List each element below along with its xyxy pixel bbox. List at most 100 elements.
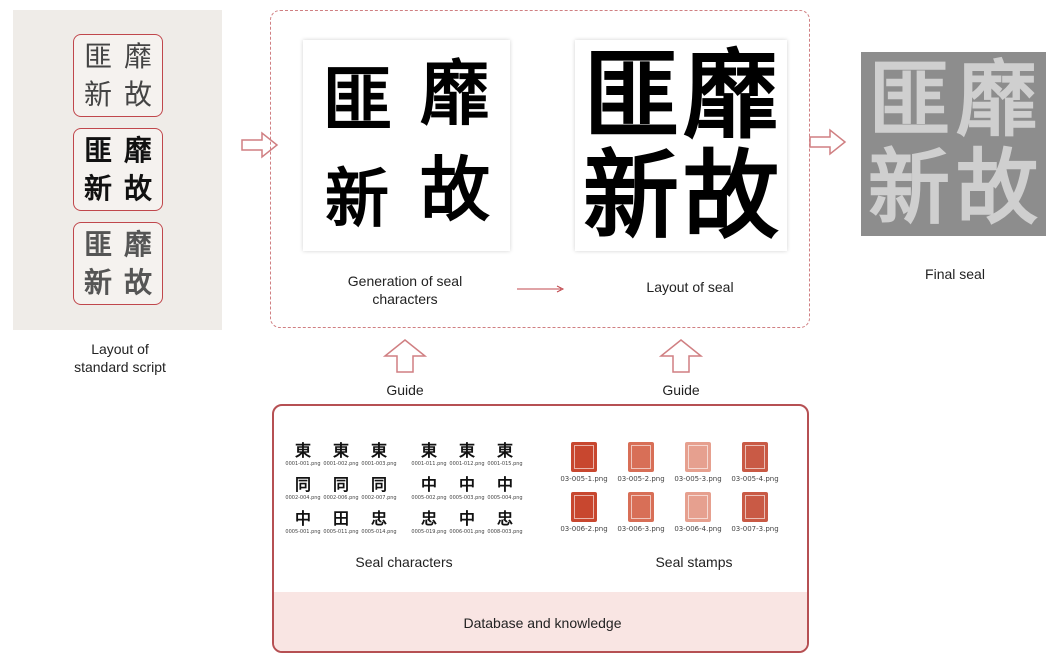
seal-character-filename: 0008-003.png bbox=[487, 529, 523, 535]
seal-stamp-thumbnail bbox=[571, 492, 597, 522]
seal-character-filename: 0001-011.png bbox=[411, 461, 447, 467]
seal-character-glyph: 東 bbox=[420, 441, 437, 460]
seal-stamps-label: Seal stamps bbox=[655, 554, 733, 570]
seal-char-gu: 故 bbox=[420, 148, 490, 231]
seal-stamp-thumbnail bbox=[742, 442, 768, 472]
seal-character-filename: 0005-014.png bbox=[361, 529, 397, 535]
generation-box bbox=[270, 10, 810, 328]
seal-stamp-filename: 03-006-3.png bbox=[617, 525, 665, 533]
seal-stamp-thumbnail bbox=[628, 442, 654, 472]
seal-character-glyph: 同 bbox=[370, 475, 387, 494]
seal-stamps-grid: 03-005-1.png 03-005-2.png 03-005-3.png 03-0… bbox=[560, 442, 804, 542]
seal-character-glyph: 中 bbox=[496, 475, 513, 494]
generation-label: Generation of seal characters bbox=[347, 273, 463, 307]
seal-char-gu: 故 bbox=[955, 140, 1038, 236]
seal-character-filename: 0005-002.png bbox=[411, 495, 447, 501]
seal-stamp-filename: 03-006-2.png bbox=[560, 525, 608, 533]
seal-char-mi: 靡 bbox=[420, 52, 490, 135]
seal-char-mi: 靡 bbox=[955, 52, 1038, 148]
char-xin: 新 bbox=[83, 266, 112, 299]
seal-character-glyph: 忠 bbox=[496, 509, 513, 528]
arrow-right-icon bbox=[241, 131, 279, 159]
seal-stamp-filename: 03-006-4.png bbox=[674, 525, 722, 533]
seal-char-fei: 匪 bbox=[322, 58, 392, 141]
seal-character-glyph: 中 bbox=[458, 509, 475, 528]
arrow-up-icon bbox=[382, 339, 428, 373]
seal-character-glyph: 同 bbox=[332, 475, 349, 494]
layout-seal-label: Layout of seal bbox=[646, 279, 734, 295]
seal-stamp-thumbnail bbox=[571, 442, 597, 472]
seal-character-glyph: 東 bbox=[332, 441, 349, 460]
char-gu: 故 bbox=[123, 172, 152, 205]
arrow-right-icon bbox=[809, 128, 847, 156]
seal-char-xin: 新 bbox=[867, 140, 950, 236]
seal-stamp-thumbnail bbox=[685, 492, 711, 522]
seal-char-gu: 故 bbox=[683, 139, 779, 252]
standard-layout-card-3: 匪 靡 新 故 bbox=[73, 222, 163, 305]
char-xin: 新 bbox=[83, 78, 112, 111]
seal-character-filename: 0002-004.png bbox=[285, 495, 321, 501]
seal-character-filename: 0005-003.png bbox=[449, 495, 485, 501]
char-fei: 匪 bbox=[83, 40, 112, 73]
seal-character-glyph: 東 bbox=[294, 441, 311, 460]
seal-character-filename: 0005-001.png bbox=[285, 529, 321, 535]
seal-stamp-filename: 03-005-2.png bbox=[617, 475, 665, 483]
seal-character-glyph: 忠 bbox=[420, 509, 437, 528]
char-xin: 新 bbox=[83, 172, 112, 205]
seal-characters-label: Seal characters bbox=[355, 554, 453, 570]
guide-label-right: Guide bbox=[662, 382, 700, 398]
seal-stamp-thumbnail bbox=[685, 442, 711, 472]
char-mi: 靡 bbox=[123, 134, 152, 167]
standard-layout-card-2: 匪 靡 新 故 bbox=[73, 128, 163, 211]
seal-character-filename: 0001-012.png bbox=[449, 461, 485, 467]
seal-character-filename: 0005-004.png bbox=[487, 495, 523, 501]
final-seal-label: Final seal bbox=[925, 266, 985, 282]
seal-character-glyph: 田 bbox=[332, 509, 349, 528]
standard-script-panel: 匪 靡 新 故 匪 靡 新 故 匪 靡 新 故 bbox=[13, 10, 222, 330]
standard-layout-card-1: 匪 靡 新 故 bbox=[73, 34, 163, 117]
seal-character-filename: 0005-011.png bbox=[323, 529, 359, 535]
seal-character-glyph: 中 bbox=[420, 475, 437, 494]
seal-character-filename: 0002-006.png bbox=[323, 495, 359, 501]
seal-character-filename: 0001-015.png bbox=[487, 461, 523, 467]
seal-stamp-thumbnail bbox=[742, 492, 768, 522]
seal-character-filename: 0001-002.png bbox=[323, 461, 359, 467]
char-mi: 靡 bbox=[123, 40, 152, 73]
layout-standard-label: Layout of standard script bbox=[74, 341, 166, 375]
char-mi: 靡 bbox=[123, 228, 152, 261]
seal-char-mi: 靡 bbox=[683, 39, 779, 152]
seal-character-glyph: 東 bbox=[496, 441, 513, 460]
seal-stamp-thumbnail bbox=[628, 492, 654, 522]
seal-layout-image: 匪 靡 新 故 bbox=[575, 40, 787, 251]
seal-character-filename: 0001-003.png bbox=[361, 461, 397, 467]
seal-stamp-filename: 03-005-3.png bbox=[674, 475, 722, 483]
seal-character-glyph: 同 bbox=[294, 475, 311, 494]
seal-character-filename: 0001-001.png bbox=[285, 461, 321, 467]
char-gu: 故 bbox=[123, 266, 152, 299]
seal-character-glyph: 忠 bbox=[370, 509, 387, 528]
seal-character-filename: 0005-019.png bbox=[411, 529, 447, 535]
arrow-line-icon bbox=[517, 285, 565, 293]
char-fei: 匪 bbox=[83, 134, 112, 167]
seal-character-glyph: 東 bbox=[458, 441, 475, 460]
seal-stamp-filename: 03-005-4.png bbox=[731, 475, 779, 483]
database-band: Database and knowledge bbox=[274, 592, 807, 651]
arrow-up-icon bbox=[658, 339, 704, 373]
seal-char-fei: 匪 bbox=[583, 39, 679, 152]
seal-character-glyph: 東 bbox=[370, 441, 387, 460]
seal-char-fei: 匪 bbox=[867, 52, 950, 148]
seal-stamp-filename: 03-007-3.png bbox=[731, 525, 779, 533]
generated-characters-image: 匪 靡 新 故 bbox=[303, 40, 510, 251]
seal-stamp-filename: 03-005-1.png bbox=[560, 475, 608, 483]
seal-character-filename: 0002-007.png bbox=[361, 495, 397, 501]
final-seal-image: 匪 靡 新 故 bbox=[861, 52, 1046, 236]
database-label: Database and knowledge bbox=[463, 615, 622, 631]
seal-character-filename: 0006-001.png bbox=[449, 529, 485, 535]
guide-label-left: Guide bbox=[386, 382, 424, 398]
char-gu: 故 bbox=[123, 78, 152, 111]
seal-character-glyph: 中 bbox=[294, 509, 311, 528]
seal-char-xin: 新 bbox=[583, 139, 679, 252]
seal-char-xin: 新 bbox=[325, 162, 389, 237]
